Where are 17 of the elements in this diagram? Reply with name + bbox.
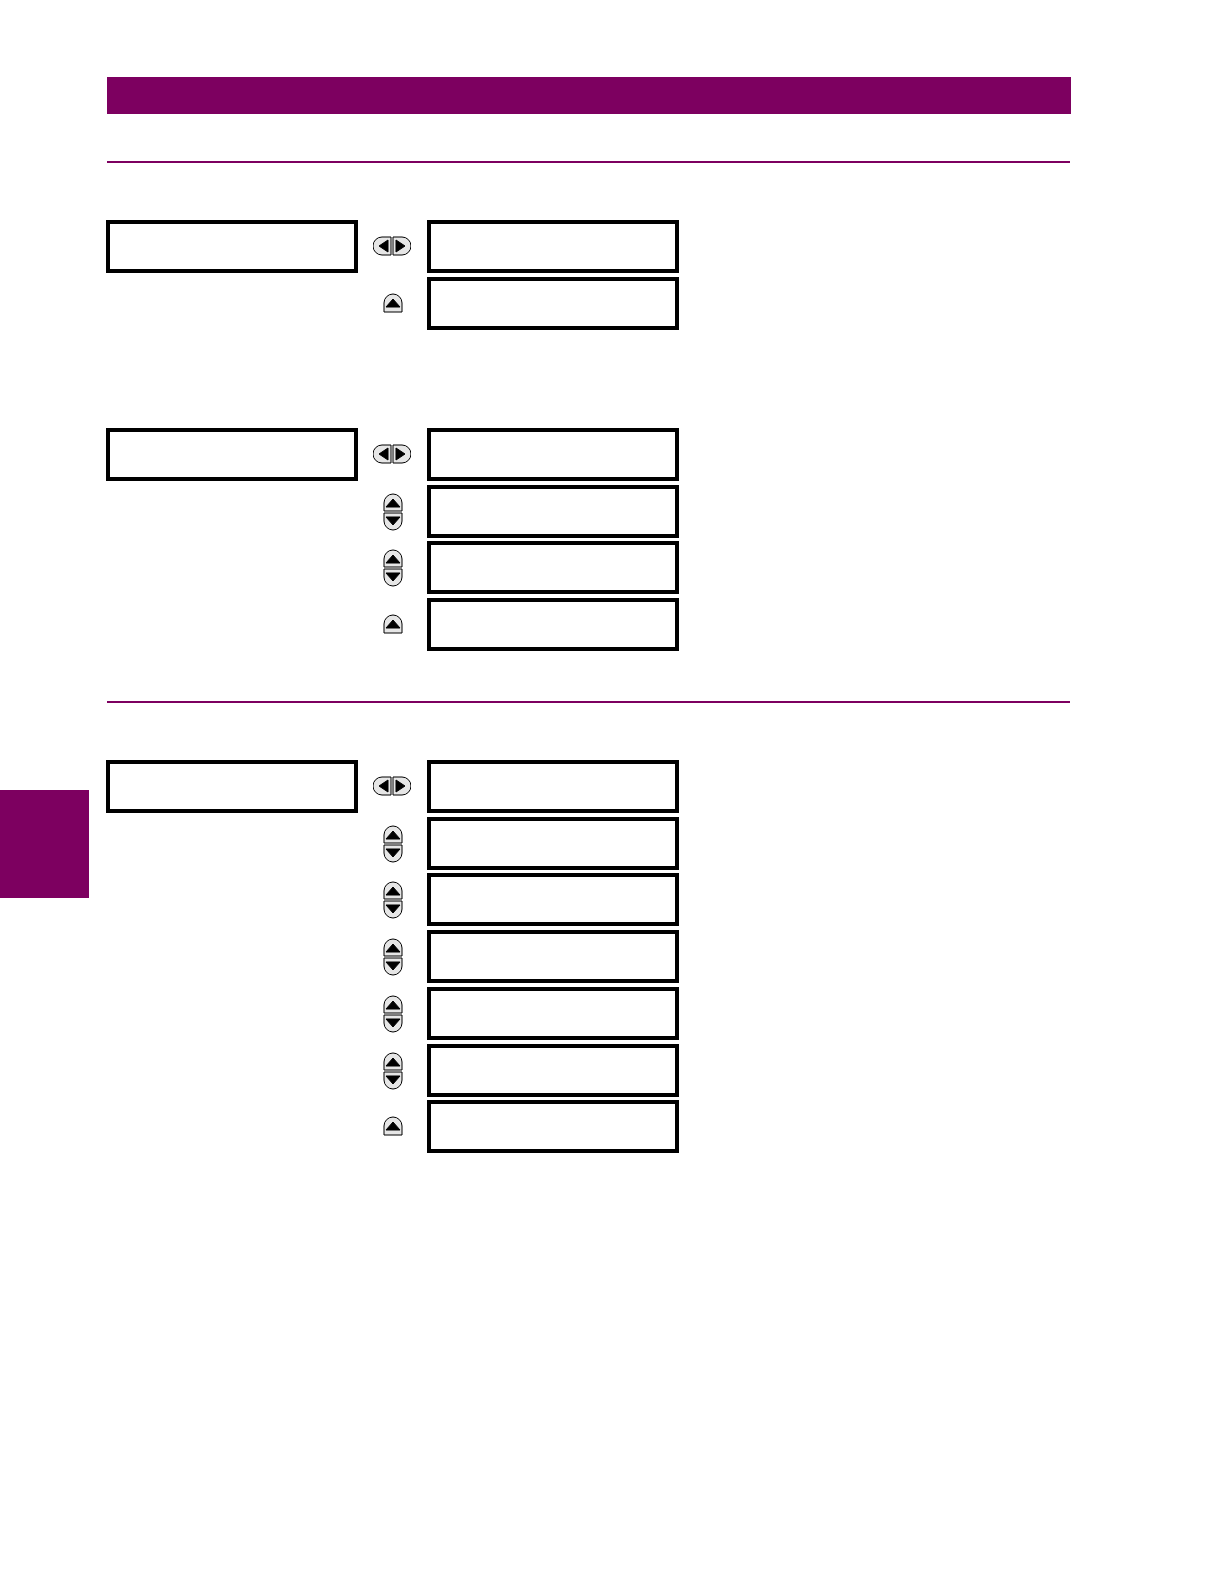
menu-box [427,277,679,330]
menu-box [427,541,679,594]
menu-box [427,987,679,1040]
menu-box [427,1044,679,1097]
menu-box [427,760,679,813]
menu-box [106,428,358,481]
menu-box [427,873,679,926]
menu-box [106,220,358,273]
menu-box [427,598,679,651]
side-tab [0,790,89,898]
menu-box [427,485,679,538]
menu-box [106,760,358,813]
menu-box [427,220,679,273]
menu-box [427,1100,679,1153]
menu-box [427,817,679,870]
menu-box [427,428,679,481]
menu-box [427,930,679,983]
